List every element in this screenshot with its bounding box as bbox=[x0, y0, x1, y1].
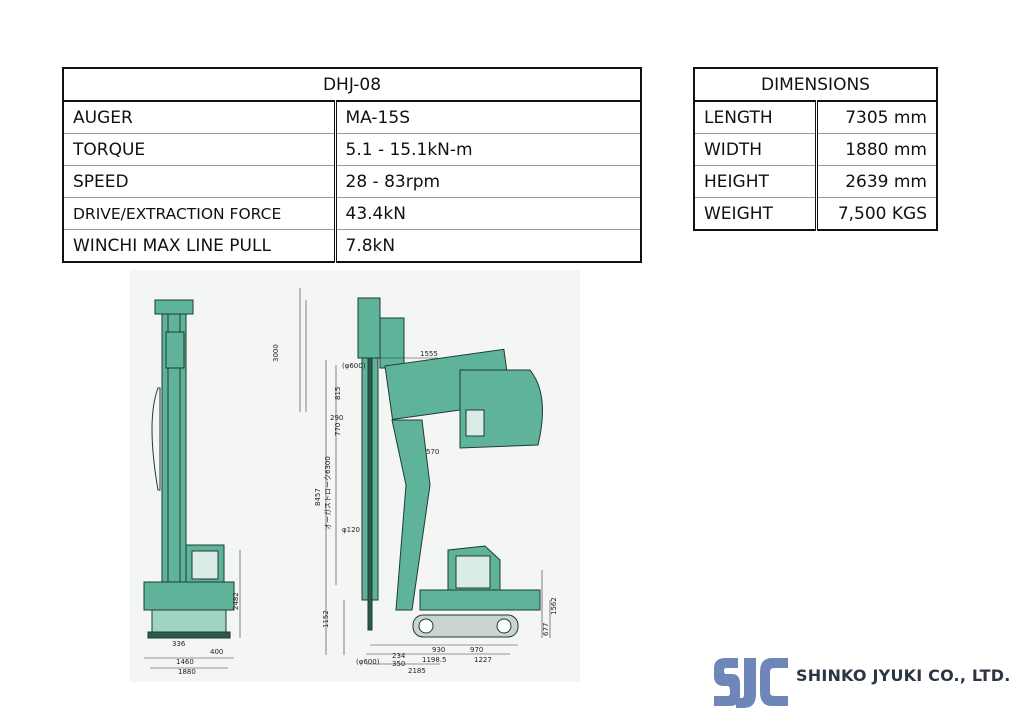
dimension-label: WIDTH bbox=[693, 133, 818, 166]
dimension-text: 815 bbox=[334, 387, 342, 400]
table-row: HEIGHT 2639 mm bbox=[693, 165, 938, 198]
spec-table: DHJ-08 AUGER MA-15S TORQUE 5.1 - 15.1kN-… bbox=[62, 67, 642, 263]
spec-value: 28 - 83rpm bbox=[334, 165, 642, 198]
dimension-value: 2639 mm bbox=[815, 165, 938, 198]
spec-value: MA-15S bbox=[334, 100, 642, 134]
dimension-text: 1555 bbox=[420, 350, 438, 358]
spec-label: SPEED bbox=[62, 165, 337, 198]
dimension-label: LENGTH bbox=[693, 100, 818, 134]
dimension-text: (φ600) bbox=[342, 362, 366, 370]
dimension-text: オーガストローク6300 bbox=[323, 456, 332, 530]
spec-value: 43.4kN bbox=[334, 197, 642, 230]
spec-label: TORQUE bbox=[62, 133, 337, 166]
dimension-text: 350 bbox=[392, 660, 405, 668]
dimension-label: WEIGHT bbox=[693, 197, 818, 231]
dimension-value: 7,500 KGS bbox=[815, 197, 938, 231]
spec-table-title: DHJ-08 bbox=[62, 67, 642, 102]
dimension-text: 2482 bbox=[232, 592, 240, 610]
dimension-text: 677 bbox=[542, 623, 550, 636]
table-row: WIDTH 1880 mm bbox=[693, 133, 938, 166]
front-view bbox=[143, 299, 235, 639]
dimension-text: 1460 bbox=[176, 658, 194, 666]
dimension-text: 336 bbox=[172, 640, 186, 648]
spec-label: DRIVE/EXTRACTION FORCE bbox=[62, 197, 337, 230]
dimension-lines bbox=[144, 288, 551, 669]
dimension-text: 570 bbox=[426, 448, 439, 456]
table-row: TORQUE 5.1 - 15.1kN-m bbox=[62, 133, 642, 166]
spec-label: WINCHI MAX LINE PULL bbox=[62, 229, 337, 263]
dimension-text: 1227 bbox=[474, 656, 492, 664]
table-row: SPEED 28 - 83rpm bbox=[62, 165, 642, 198]
dimension-value: 1880 mm bbox=[815, 133, 938, 166]
side-view bbox=[357, 297, 543, 638]
dimension-text: 8457 bbox=[314, 488, 322, 506]
company-name: SHINKO JYUKI CO., LTD. bbox=[796, 666, 1011, 685]
spec-label: AUGER bbox=[62, 100, 337, 134]
table-row: AUGER MA-15S bbox=[62, 100, 642, 134]
dimension-text: 1562 bbox=[550, 597, 558, 615]
dimensions-table-title: DIMENSIONS bbox=[693, 67, 938, 102]
dimension-text: 290 bbox=[330, 414, 343, 422]
spec-value: 5.1 - 15.1kN-m bbox=[334, 133, 642, 166]
table-row: WINCHI MAX LINE PULL 7.8kN bbox=[62, 229, 642, 263]
dimension-text: 2185 bbox=[408, 667, 426, 675]
company-logo bbox=[714, 658, 788, 708]
dimension-label: HEIGHT bbox=[693, 165, 818, 198]
dimension-text: 400 bbox=[210, 648, 223, 656]
dimension-text: φ120 bbox=[342, 526, 360, 534]
dimension-text: 234 bbox=[392, 652, 406, 660]
dimension-text: 1880 bbox=[178, 668, 196, 676]
dimension-text: 970 bbox=[470, 646, 483, 654]
dimension-text: (φ600) bbox=[356, 658, 380, 666]
dimensions-table: DIMENSIONS LENGTH 7305 mm WIDTH 1880 mm … bbox=[693, 67, 938, 231]
dimension-text: 930 bbox=[432, 646, 445, 654]
dimension-text: 770 bbox=[334, 423, 342, 436]
dimension-labels: 3000 1555 815 770 290 570 8457 オーガストローク6… bbox=[172, 344, 558, 676]
table-row: WEIGHT 7,500 KGS bbox=[693, 197, 938, 231]
spec-value: 7.8kN bbox=[334, 229, 642, 263]
dimension-text: 3000 bbox=[272, 344, 280, 362]
dimension-text: 1152 bbox=[322, 610, 330, 628]
dimension-value: 7305 mm bbox=[815, 100, 938, 134]
machine-technical-drawing: 3000 1555 815 770 290 570 8457 オーガストローク6… bbox=[130, 270, 580, 682]
table-row: DRIVE/EXTRACTION FORCE 43.4kN bbox=[62, 197, 642, 230]
dimension-text: 1198.5 bbox=[422, 656, 447, 664]
table-row: LENGTH 7305 mm bbox=[693, 100, 938, 134]
